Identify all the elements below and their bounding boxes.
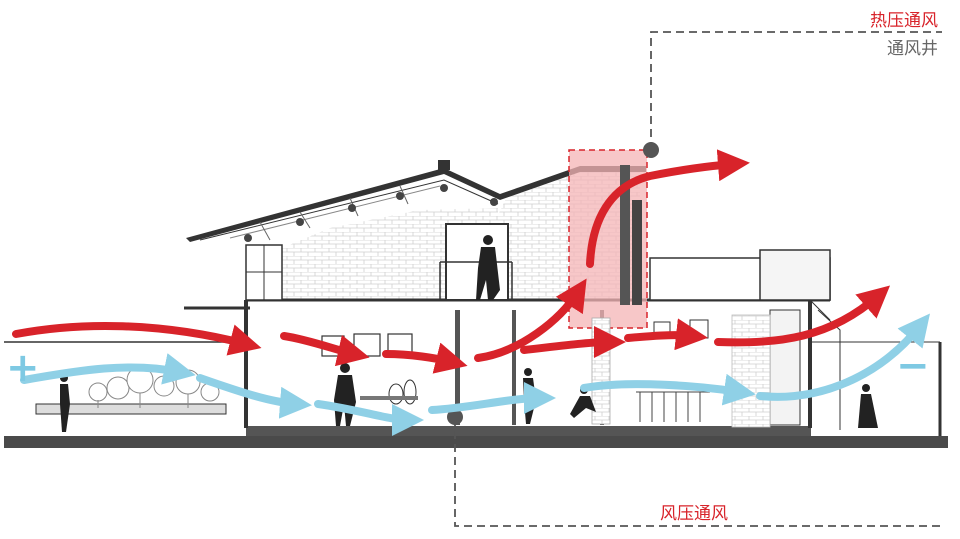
vase-icon [403, 379, 417, 405]
cool-air-arrow [756, 313, 931, 401]
negative-pressure-sign: − [896, 343, 930, 389]
dining-chair-icon [636, 391, 710, 422]
roof [186, 160, 646, 242]
shaft-marker-dot [643, 142, 659, 158]
wind-marker-dot [447, 409, 463, 425]
warm-air-arrow [12, 321, 262, 356]
warm-air-arrow [624, 318, 708, 351]
positive-pressure-sign: + [6, 345, 40, 391]
picture-frame-icon [353, 333, 381, 357]
wind-leader-line [454, 418, 942, 527]
ground-slab [4, 341, 948, 448]
building-structure [184, 168, 841, 430]
leader-lines [454, 31, 942, 527]
thermal-leader-line [650, 31, 942, 150]
warm-air-arrow [280, 332, 370, 367]
cool-air-arrow [314, 400, 424, 436]
warm-air-arrow [520, 326, 626, 359]
cool-air-arrow [20, 353, 196, 385]
warm-air-arrow [382, 342, 468, 374]
wind-ventilation-label: 风压通风 [660, 504, 728, 524]
vase-icon [388, 383, 404, 405]
cool-air-arrow [580, 373, 756, 406]
warm-air-arrow [714, 285, 891, 347]
cool-air-arrow [428, 382, 556, 415]
ventilation-shaft-label: 通风井 [887, 39, 938, 59]
cool-airflow-arrows [20, 313, 931, 436]
cool-air-arrow [196, 374, 312, 419]
warm-air-arrow [474, 278, 587, 362]
thermal-ventilation-label: 热压通风 [870, 11, 938, 31]
tree-icon [88, 366, 220, 408]
warm-air-arrow [586, 149, 750, 268]
warm-airflow-arrows [12, 149, 891, 374]
